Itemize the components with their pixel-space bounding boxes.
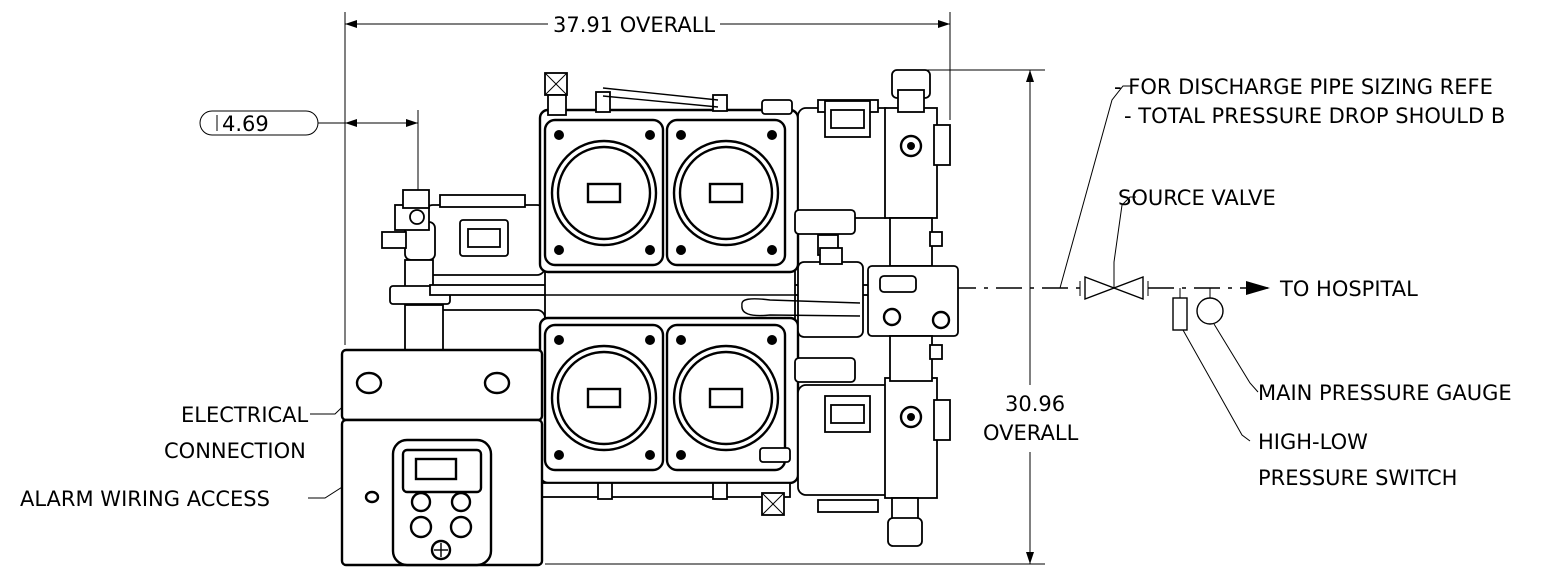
pressure-instruments: MAIN PRESSURE GAUGE HIGH-LOW PRESSURE SW… [1172,288,1512,490]
bottom-pumps [538,316,800,516]
high-low-line1: HIGH-LOW [1258,430,1368,454]
overall-height-label: OVERALL [983,421,1079,445]
overall-height-value: 30.96 [1005,392,1065,416]
pressure-gauge-symbol [1196,297,1224,325]
high-low-line2: PRESSURE SWITCH [1258,466,1457,490]
electrical-line2: CONNECTION [164,439,306,463]
to-hospital-label: TO HOSPITAL [1279,277,1418,301]
source-valve: SOURCE VALVE [1084,186,1276,301]
right-bottom-valves [794,335,951,547]
alarm-wiring-label: ALARM WIRING ACCESS [20,487,270,511]
left-callouts: ELECTRICAL CONNECTION ALARM WIRING ACCES… [20,387,498,511]
right-top-valves [794,69,951,267]
overall-width-dimension: 37.91 OVERALL [344,12,951,345]
note-line-2: - TOTAL PRESSURE DROP SHOULD B [1124,104,1505,128]
control-panel [340,348,544,567]
overall-width-label: 37.91 OVERALL [553,13,715,37]
pressure-switch-symbol [1172,297,1188,331]
left-motor-assembly [381,189,546,356]
overall-height-dimension: 30.96 OVERALL [545,69,1079,565]
source-valve-label: SOURCE VALVE [1118,186,1276,210]
note-line-1: - FOR DISCHARGE PIPE SIZING REFE [1114,75,1493,99]
electrical-line1: ELECTRICAL [181,403,309,427]
offset-label: 4.69 [222,112,269,136]
top-pumps [538,72,800,274]
main-pressure-gauge-label: MAIN PRESSURE GAUGE [1258,381,1512,405]
offset-dimension: 4.69 [199,110,419,290]
right-center-valve [741,231,959,338]
discharge-notes: - FOR DISCHARGE PIPE SIZING REFE - TOTAL… [1059,75,1505,289]
discharge-centerline [950,281,1270,296]
